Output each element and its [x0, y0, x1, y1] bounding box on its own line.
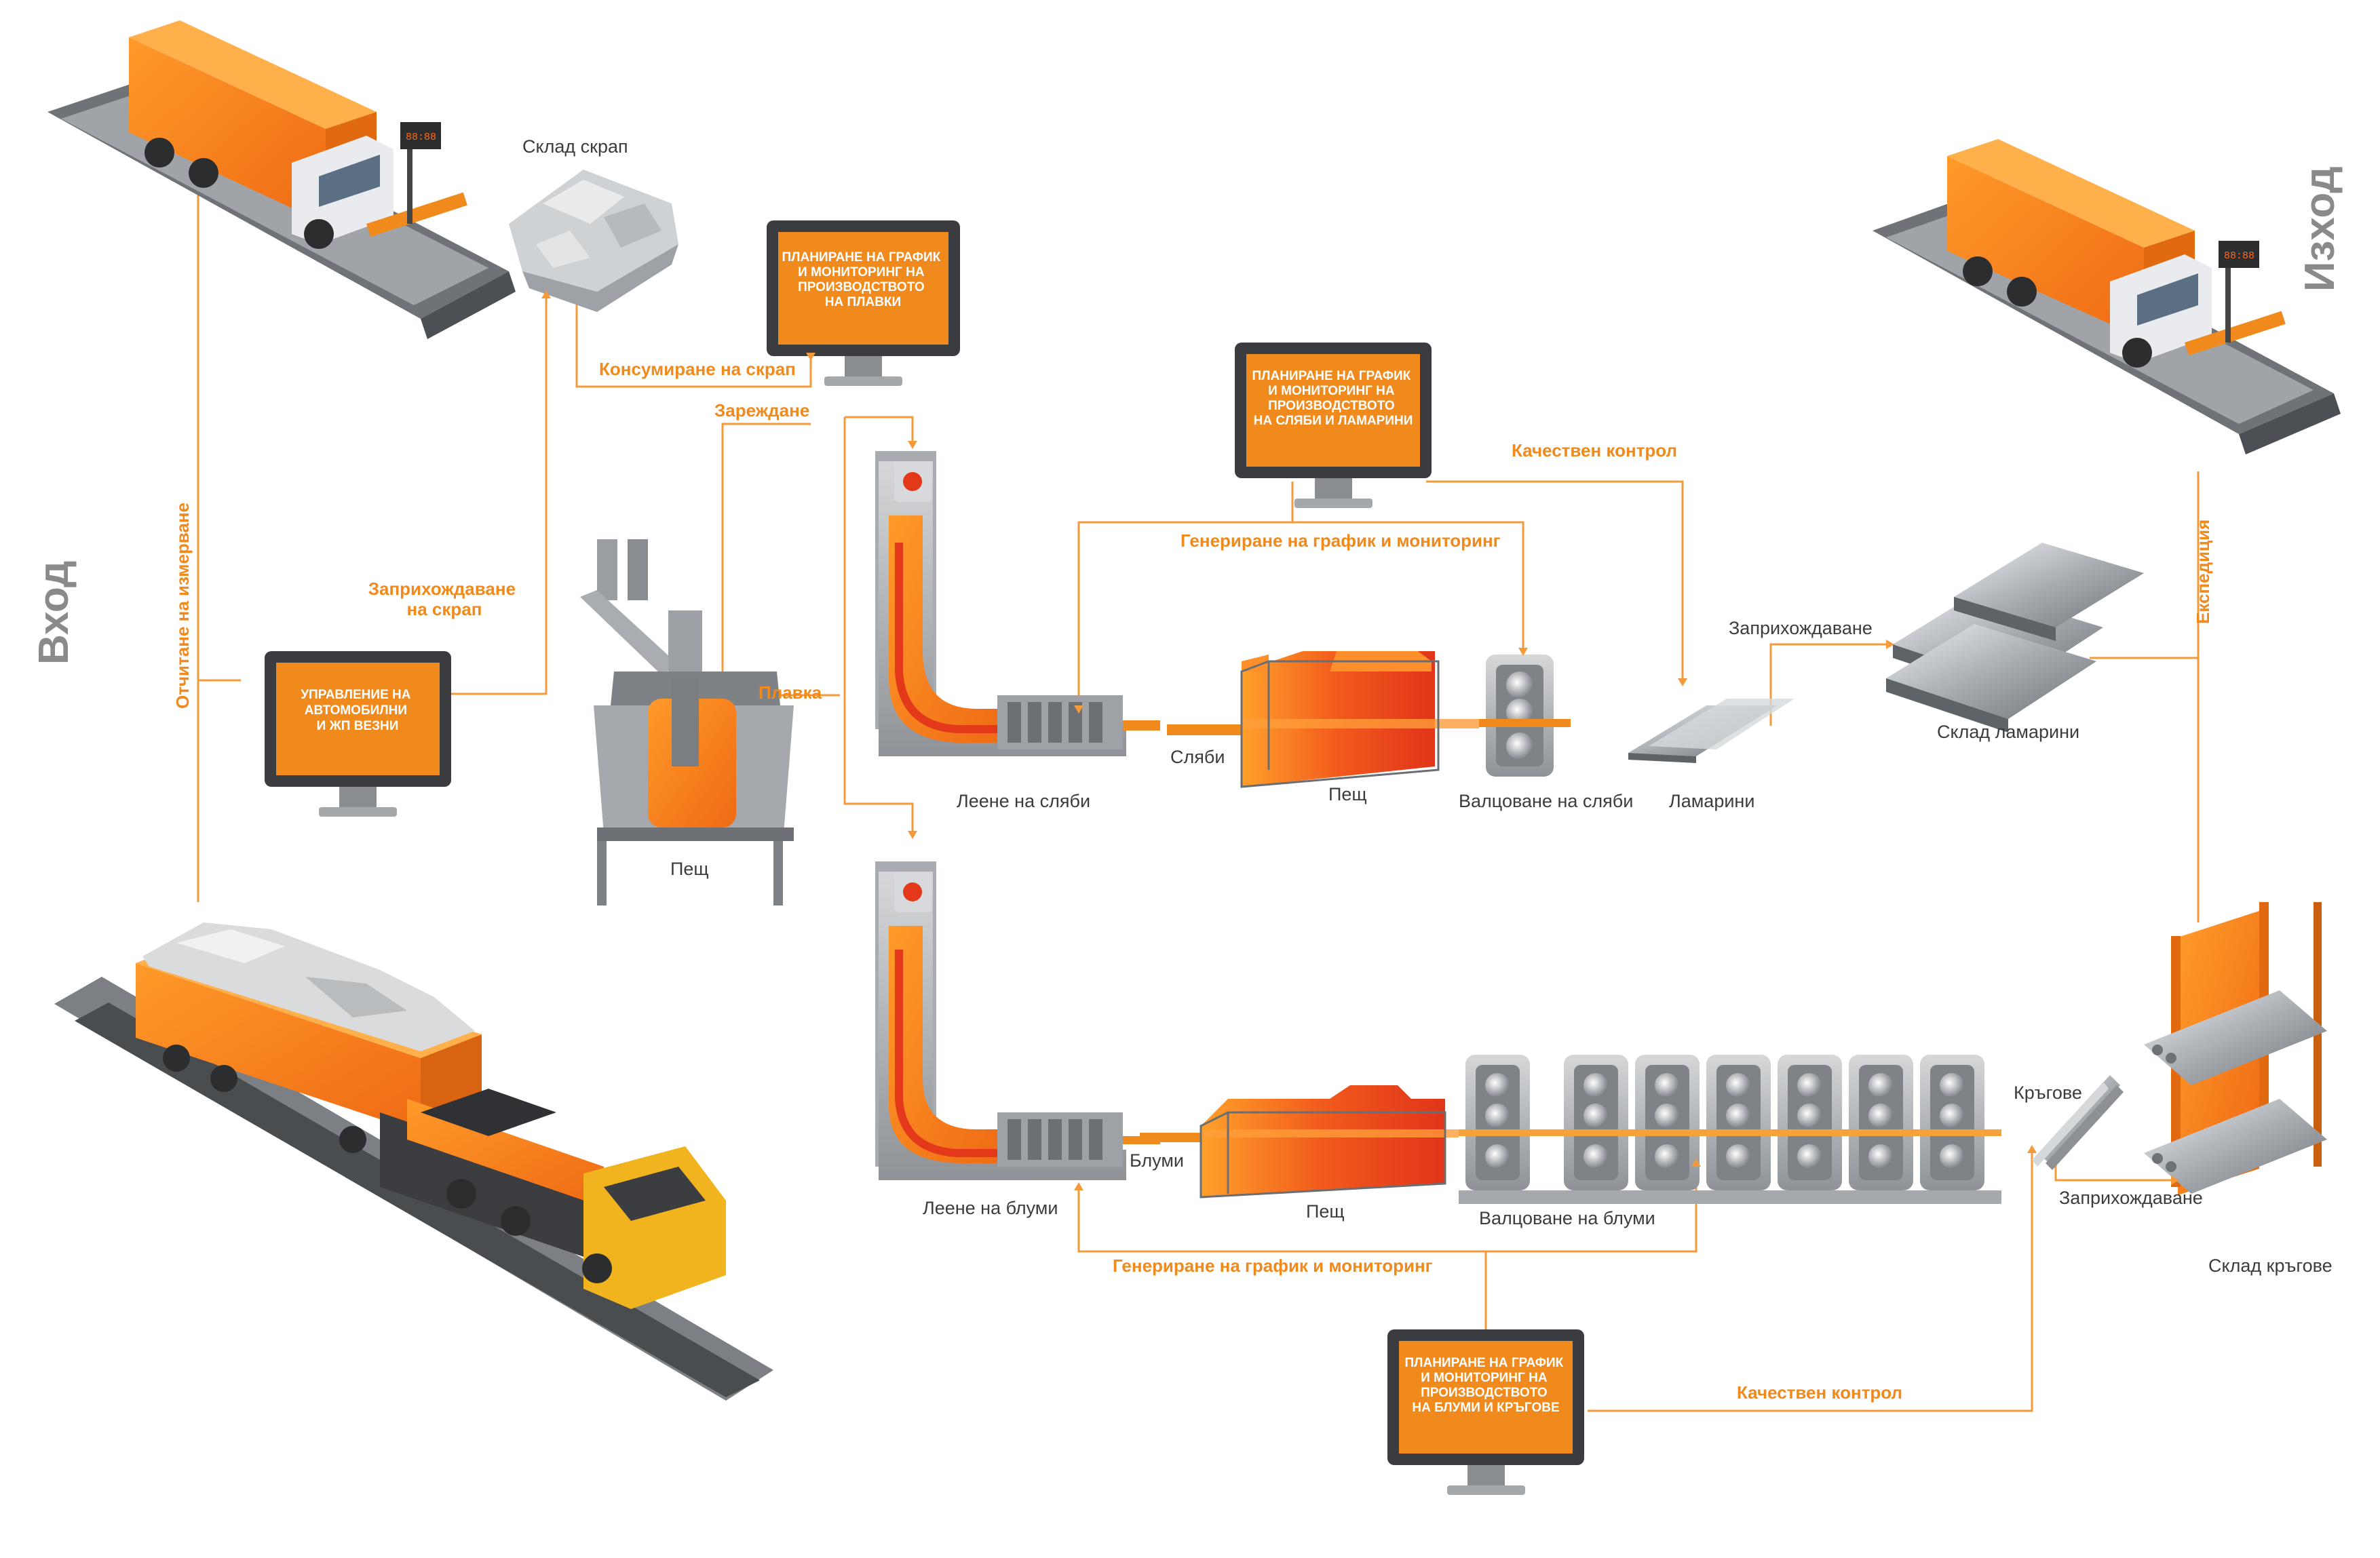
- entry-truck-scale: 88:88: [47, 20, 516, 339]
- slab-caster: [875, 451, 1160, 756]
- slab-planning-screen-line-3: ПРОИЗВОДСТВОТО: [1268, 399, 1395, 413]
- dispatch-label: Експедиция: [2193, 520, 2213, 624]
- plate-store: [1886, 543, 2144, 733]
- melt-planning-screen-line-3: ПРОИЗВОДСТВОТО: [798, 280, 925, 294]
- melt-planning-monitor: ПЛАНИРАНЕ НА ГРАФИК И МОНИТОРИНГ НА ПРОИ…: [767, 220, 960, 386]
- bloom-rolling-stand-1: [1465, 1055, 1530, 1190]
- arc-furnace: [580, 539, 794, 905]
- bloom-quality-label: Качествен контрол: [1737, 1382, 1902, 1403]
- slab-planning-screen-line-2: И МОНИТОРИНГ НА: [1268, 384, 1395, 398]
- bloom-bar: [1140, 1133, 1214, 1142]
- slab-rolling-stand: [1479, 655, 1571, 777]
- scrap-pile: [509, 170, 678, 312]
- bloom-planning-screen-line-1: ПЛАНИРАНЕ НА ГРАФИК: [1405, 1356, 1564, 1370]
- plates-label: Ламарини: [1669, 791, 1754, 811]
- bloom-rolling-stand-2: [1564, 1055, 1628, 1190]
- melt-planning-screen-line-1: ПЛАНИРАНЕ НА ГРАФИК: [782, 250, 941, 265]
- bloom-planning-screen-line-4: НА БЛУМИ И КРЪГОВЕ: [1412, 1401, 1559, 1415]
- exit-truck-scale: 88:88: [1873, 139, 2341, 454]
- slab-planning-screen-line-4: НА СЛЯБИ И ЛАМАРИНИ: [1254, 414, 1413, 428]
- round-store-label: Склад кръгове: [2208, 1255, 2333, 1276]
- round-bar-icon: [2032, 1075, 2124, 1170]
- bloom-rolling-stand-5: [1778, 1055, 1842, 1190]
- svg-text:ПЛАНИРАНЕ НА ГРАФИК И МО: ПЛАНИРАНЕ НА ГРАФИК И МОНИТОРИНГ НА ПРОИ…: [782, 250, 944, 309]
- slab-furnace-label: Пещ: [1328, 784, 1367, 804]
- furnace-main-label: Пещ: [670, 859, 709, 879]
- bloom-rolling-stand-7: [1920, 1055, 1984, 1190]
- slab-rolling-label: Валцоване на сляби: [1459, 791, 1633, 811]
- bloom-casting-label: Леене на блуми: [923, 1198, 1058, 1218]
- plates-icon: [1628, 699, 1794, 763]
- slab-quality-label: Качествен контрол: [1512, 440, 1677, 461]
- scrap-receipt-label-2: на скрап: [407, 599, 482, 619]
- rounds-label: Кръгове: [2014, 1083, 2082, 1103]
- slab-schedule-label: Генериране на график и мониторинг: [1181, 530, 1501, 551]
- bloom-planning-screen-line-2: И МОНИТОРИНГ НА: [1421, 1371, 1548, 1385]
- blooms-label: Блуми: [1130, 1150, 1184, 1171]
- plate-store-label: Склад ламарини: [1937, 722, 2079, 742]
- slab-planning-screen-line-1: ПЛАНИРАНЕ НА ГРАФИК: [1252, 369, 1411, 383]
- bloom-schedule-label: Генериране на график и мониторинг: [1113, 1255, 1433, 1276]
- bloom-caster: [875, 861, 1160, 1180]
- vehicle-scale-screen-line-3: И ЖП ВЕЗНИ: [317, 719, 399, 733]
- scrap-receipt-label-1: Заприхождаване: [368, 579, 516, 599]
- bloom-rolling-stand-6: [1849, 1055, 1913, 1190]
- vehicle-scale-monitor: УПРАВЛЕНИЕ НА АВТОМОБИЛНИ И ЖП ВЕЗНИ: [265, 651, 451, 817]
- melt-planning-screen-line-2: И МОНИТОРИНГ НА: [798, 265, 925, 279]
- bloom-rolling-stand-3: [1635, 1055, 1700, 1190]
- input-label: Вход: [31, 561, 77, 665]
- slab-casting-label: Леене на сляби: [957, 791, 1090, 811]
- melting-label: Плавка: [759, 682, 822, 703]
- svg-text:ПЛАНИРАНЕ НА ГРАФИК И МО: ПЛАНИРАНЕ НА ГРАФИК И МОНИТОРИНГ НА ПРОИ…: [1405, 1356, 1567, 1415]
- exit-scale-display: 88:88: [2224, 250, 2254, 262]
- bloom-rolling-stand-4: [1706, 1055, 1771, 1190]
- plate-receipt-label: Заприхождаване: [1729, 618, 1873, 638]
- round-store-rack: [2144, 902, 2327, 1196]
- slab-planning-monitor: ПЛАНИРАНЕ НА ГРАФИК И МОНИТОРИНГ НА ПРОИ…: [1235, 343, 1432, 508]
- weighing-read-label: Отчитане на измерване: [172, 503, 193, 709]
- bloom-rolling-label: Валцоване на блуми: [1479, 1208, 1655, 1228]
- charging-label: Зареждане: [714, 400, 809, 421]
- bloom-furnace-label: Пещ: [1306, 1201, 1345, 1222]
- arrowheads: [541, 290, 2179, 1190]
- bloom-rolling-line: [1459, 1055, 2001, 1204]
- bloom-planning-screen-line-3: ПРОИЗВОДСТВОТО: [1421, 1386, 1548, 1400]
- bloom-planning-monitor: ПЛАНИРАНЕ НА ГРАФИК И МОНИТОРИНГ НА ПРОИ…: [1387, 1329, 1584, 1495]
- svg-text:Заприхождаване на скрап: Заприхождаване на скрап: [368, 579, 521, 619]
- output-label: Изход: [2297, 166, 2343, 292]
- svg-text:УПРАВЛЕНИЕ НА АВТОМОБИЛН: УПРАВЛЕНИЕ НА АВТОМОБИЛНИ И ЖП ВЕЗНИ: [301, 688, 415, 733]
- slab-furnace: [1240, 651, 1479, 788]
- round-receipt-label: Заприхождаване: [2059, 1188, 2203, 1208]
- scrap-store-label: Склад скрап: [522, 136, 628, 157]
- vehicle-scale-screen-line-1: УПРАВЛЕНИЕ НА: [301, 688, 411, 702]
- scrap-train: [54, 922, 773, 1401]
- svg-text:ПЛАНИРАНЕ НА ГРАФИК И МО: ПЛАНИРАНЕ НА ГРАФИК И МОНИТОРИНГ НА ПРОИ…: [1252, 369, 1415, 428]
- vehicle-scale-screen-line-2: АВТОМОБИЛНИ: [305, 703, 407, 718]
- bloom-furnace: [1199, 1085, 1459, 1199]
- slabs-label: Сляби: [1170, 747, 1225, 767]
- scrap-consumption-label: Консумиране на скрап: [599, 359, 796, 379]
- melt-planning-screen-line-4: НА ПЛАВКИ: [825, 295, 901, 309]
- slab-bar: [1167, 724, 1259, 735]
- truck-scale-display: 88:88: [406, 132, 436, 143]
